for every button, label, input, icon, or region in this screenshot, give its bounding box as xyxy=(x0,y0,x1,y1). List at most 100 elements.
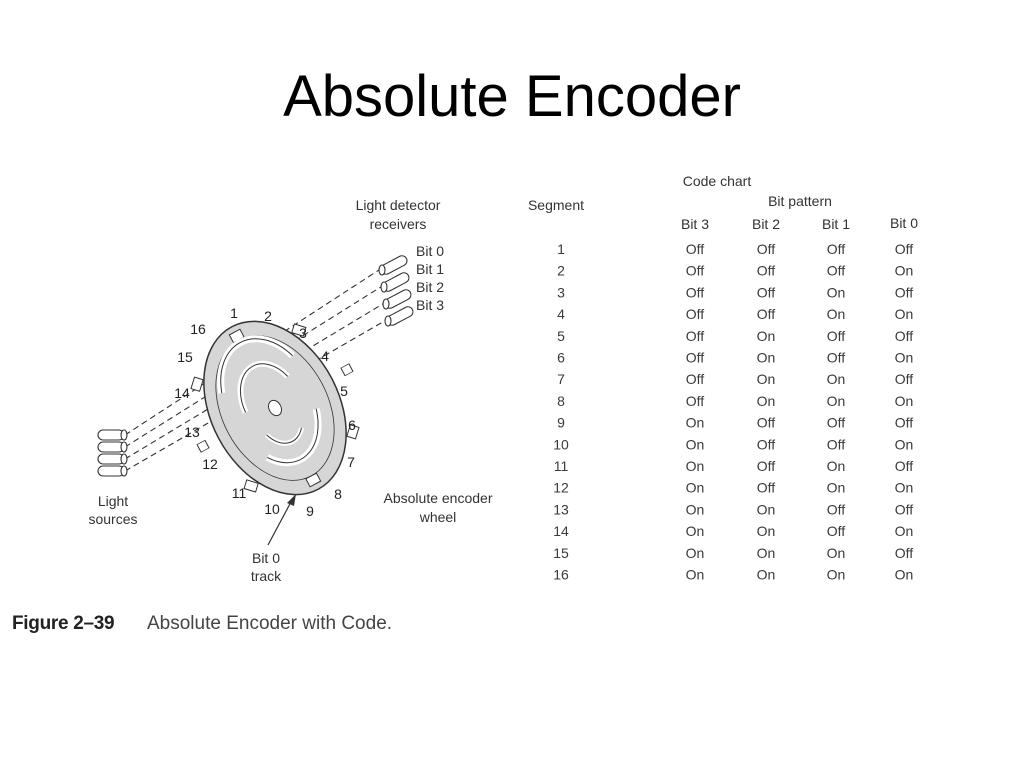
bit2-header: Bit 2 xyxy=(752,216,780,232)
segment-cell: 6 xyxy=(557,350,565,366)
detector-bit2 xyxy=(382,289,412,310)
bit0-header: Bit 0 xyxy=(890,215,918,231)
bit-cell: On xyxy=(686,458,705,474)
bit-cell: On xyxy=(827,306,846,322)
track-arrow xyxy=(267,494,296,546)
bit3-header: Bit 3 xyxy=(681,216,709,232)
wheel-number: 12 xyxy=(202,456,218,472)
bit-cell: On xyxy=(757,350,776,366)
bit-cell: Off xyxy=(827,501,846,517)
wheel-label-line2: wheel xyxy=(419,509,457,525)
bit-cell: On xyxy=(827,458,846,474)
wheel-number: 10 xyxy=(264,501,280,517)
bit-cell: On xyxy=(757,545,776,561)
segment-cell: 16 xyxy=(553,567,569,583)
slide-title: Absolute Encoder xyxy=(283,64,741,129)
track-label-line2: track xyxy=(251,568,282,584)
bit-cell: On xyxy=(827,284,846,300)
bit-cell: Off xyxy=(757,306,776,322)
bit-cell: On xyxy=(895,436,914,452)
wheel-label-line1: Absolute encoder xyxy=(384,490,493,506)
bit-cell: Off xyxy=(686,371,705,387)
bit-cell: Off xyxy=(686,241,705,257)
bit-cell: On xyxy=(895,350,914,366)
segment-cell: 3 xyxy=(557,284,565,300)
bit-cell: Off xyxy=(895,545,914,561)
bit-cell: On xyxy=(827,393,846,409)
light-sources-line1: Light xyxy=(98,493,128,509)
bit-cell: On xyxy=(895,263,914,279)
bit-cell: On xyxy=(827,480,846,496)
bit-cell: On xyxy=(686,567,705,583)
bit-cell: On xyxy=(686,415,705,431)
bit-cell: On xyxy=(686,545,705,561)
wheel-number: 8 xyxy=(334,486,342,502)
light-source-2 xyxy=(97,441,128,453)
bit3-label: Bit 3 xyxy=(416,297,444,313)
bit-cell: Off xyxy=(757,415,776,431)
bit-cell: Off xyxy=(827,415,846,431)
segment-header: Segment xyxy=(528,197,584,213)
bit-cell: Off xyxy=(757,263,776,279)
bit-cell: Off xyxy=(895,458,914,474)
bit-cell: Off xyxy=(895,371,914,387)
bit-cell: On xyxy=(827,567,846,583)
detector-label-line2: receivers xyxy=(370,216,427,232)
detector-label-line1: Light detector xyxy=(356,197,441,213)
wheel-number: 7 xyxy=(347,454,355,470)
bit-cell: On xyxy=(895,393,914,409)
bit-cell: Off xyxy=(827,436,846,452)
wheel-number: 6 xyxy=(348,417,356,433)
bit-cell: Off xyxy=(757,480,776,496)
segment-cell: 5 xyxy=(557,328,565,344)
bit-cell: Off xyxy=(757,241,776,257)
wheel-number: 1 xyxy=(230,305,238,321)
bit-cell: Off xyxy=(895,328,914,344)
detector-bit0 xyxy=(378,255,408,276)
bit-cell: Off xyxy=(757,436,776,452)
light-sources xyxy=(97,429,128,477)
bit-cell: On xyxy=(757,523,776,539)
bit-cell: On xyxy=(895,523,914,539)
light-source-3 xyxy=(97,453,128,465)
bit-cell: Off xyxy=(827,523,846,539)
bit-cell: Off xyxy=(757,284,776,300)
bit-cell: On xyxy=(757,501,776,517)
bit-cell: Off xyxy=(686,350,705,366)
encoder-wheel xyxy=(190,320,360,496)
wheel-number: 2 xyxy=(264,308,272,324)
bit-cell: On xyxy=(686,501,705,517)
bit-cell: Off xyxy=(827,263,846,279)
bit0-label: Bit 0 xyxy=(416,243,444,259)
code-chart-title: Code chart xyxy=(683,173,752,189)
segment-cell: 10 xyxy=(553,436,569,452)
bit-cell: On xyxy=(895,306,914,322)
bit-cell: On xyxy=(757,393,776,409)
figure-caption-text: Absolute Encoder with Code. xyxy=(147,613,393,634)
segment-cell: 11 xyxy=(554,458,569,474)
wheel-numbers: 1 2 3 4 5 6 7 8 9 10 11 12 13 14 15 16 xyxy=(174,305,356,519)
bit-cell: Off xyxy=(827,241,846,257)
bit1-header: Bit 1 xyxy=(822,216,850,232)
segment-cell: 8 xyxy=(557,393,565,409)
segment-cell: 7 xyxy=(557,371,565,387)
track-label-line1: Bit 0 xyxy=(252,550,280,566)
light-detectors xyxy=(378,255,414,327)
light-source-4 xyxy=(97,465,128,477)
segment-cell: 4 xyxy=(557,306,565,322)
bit-cell: Off xyxy=(827,328,846,344)
bit-cell: On xyxy=(827,371,846,387)
bit-cell: On xyxy=(757,328,776,344)
segment-cell: 15 xyxy=(553,545,569,561)
wheel-number: 4 xyxy=(321,348,329,364)
bit-pattern-header: Bit pattern xyxy=(768,193,832,209)
bit-cell: On xyxy=(686,480,705,496)
